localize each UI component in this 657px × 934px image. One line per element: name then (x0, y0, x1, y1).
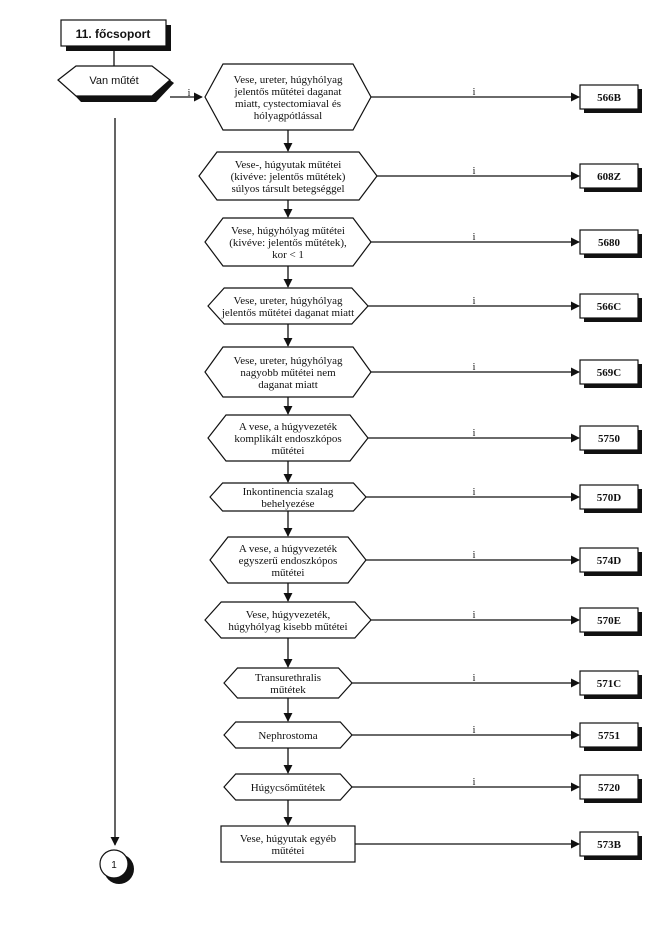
decision-text-line: Vese, húgyhólyag műtétei (231, 225, 345, 237)
decision-text-line: (kivéve: jelentős műtétek), (229, 237, 347, 249)
drg-code-box (579, 229, 639, 255)
drg-code-box (579, 84, 639, 110)
drg-code-box (579, 293, 639, 319)
drg-code-box (579, 670, 639, 696)
decision-text-line: kor < 1 (272, 249, 304, 261)
main-group-box: 11. főcsoport (60, 19, 171, 51)
decision-text-line: daganat miatt (258, 379, 318, 391)
edge-label-i: i (473, 296, 476, 307)
decision-row: Húgycsőműtétek i 5720 (223, 773, 642, 826)
decision-text-line: Transurethralis (255, 672, 321, 684)
drg-code-box (579, 163, 639, 189)
main-group-label: 11. főcsoport (76, 27, 151, 41)
decision-text-line: műtétek (270, 684, 306, 696)
decision-text-line: súlyos társult betegséggel (231, 183, 344, 195)
decision-text-line: jelentős műtétei daganat miatt (221, 307, 354, 319)
decision-text-line: Nephrostoma (258, 730, 317, 742)
drg-code-label: 570E (597, 615, 621, 627)
decision-text-line: A vese, a húgyvezeték (239, 421, 338, 433)
edge-label-i: i (473, 428, 476, 439)
decision-text-line: Vese, húgyvezeték, (246, 609, 331, 621)
drg-code-box (579, 774, 639, 800)
drg-code-label: 566B (597, 92, 622, 104)
drg-code-label: 5750 (598, 433, 621, 445)
connector-1: 1 (99, 849, 134, 884)
edge-label-i: i (473, 673, 476, 684)
drg-code-box (579, 547, 639, 573)
decision-text-line: Vese, ureter, húgyhólyag (234, 355, 343, 367)
decision-text-line: Vese, ureter, húgyhólyag (234, 295, 343, 307)
drg-code-label: 5720 (598, 782, 621, 794)
drg-code-label: 569C (597, 367, 622, 379)
drg-code-label: 573B (597, 839, 622, 851)
edge-label-i: i (473, 362, 476, 373)
drg-code-box (579, 831, 639, 857)
edge-label-i: i (473, 610, 476, 621)
drg-code-box (579, 722, 639, 748)
decision-text-line: egyszerű endoszkópos (239, 555, 338, 567)
decision-van-mutet: Van műtét (57, 65, 174, 102)
decision-text-line: húgyhólyag kisebb műtétei (228, 621, 347, 633)
decision-van-mutet-label: Van műtét (89, 75, 138, 87)
decision-text-line: műtétei (272, 567, 305, 579)
drg-code-label: 571C (597, 678, 622, 690)
edge-label-i: i (473, 777, 476, 788)
process-box (220, 825, 356, 863)
decision-row: Vese-, húgyutak műtétei(kivéve: jelentős… (198, 151, 642, 218)
drg-code-label: 566C (597, 301, 622, 313)
decision-text-line: miatt, cystectomiaval és (235, 98, 341, 110)
edge-label-i: i (473, 87, 476, 98)
decision-text-line: Vese, húgyutak egyéb (240, 833, 337, 845)
edge-label-i: i (473, 550, 476, 561)
edge-label-i: i (473, 487, 476, 498)
decision-text-line: Vese, ureter, húgyhólyag (234, 74, 343, 86)
drg-code-box (579, 425, 639, 451)
decision-text-line: A vese, a húgyvezeték (239, 543, 338, 555)
drg-code-label: 574D (597, 555, 622, 567)
drg-code-box (579, 484, 639, 510)
decision-text-line: komplikált endoszkópos (234, 433, 341, 445)
decision-row: Vese, húgyvezeték,húgyhólyag kisebb műté… (204, 601, 642, 668)
decision-text-line: Húgycsőműtétek (251, 782, 326, 794)
decision-text-line: (kivéve: jelentős műtétek) (231, 171, 346, 183)
decision-text-line: jelentős műtétei daganat (234, 86, 342, 98)
drg-code-label: 570D (597, 492, 622, 504)
drg-code-box (579, 359, 639, 385)
connector-label: 1 (111, 860, 117, 871)
drg-code-box (579, 607, 639, 633)
edge-label-i: i (473, 232, 476, 243)
decision-row: Nephrostoma i 5751 (223, 721, 642, 774)
decision-row: Vese, húgyhólyag műtétei(kivéve: jelentő… (204, 217, 642, 288)
decision-yes-label: i (188, 88, 191, 99)
drg-code-label: 608Z (597, 171, 621, 183)
decision-text-line: műtétei (272, 445, 305, 457)
decision-text-line: nagyobb műtétei nem (240, 367, 336, 379)
decision-text-line: műtétei (272, 845, 305, 857)
edge-label-i: i (473, 725, 476, 736)
decision-text-line: behelyezése (261, 498, 314, 510)
decision-text-line: Inkontinencia szalag (243, 486, 334, 498)
edge-label-i: i (473, 166, 476, 177)
drg-code-label: 5680 (598, 237, 621, 249)
drg-code-label: 5751 (598, 730, 620, 742)
decision-text-line: Vese-, húgyutak műtétei (235, 159, 342, 171)
decision-text-line: hólyagpótlással (254, 110, 322, 122)
